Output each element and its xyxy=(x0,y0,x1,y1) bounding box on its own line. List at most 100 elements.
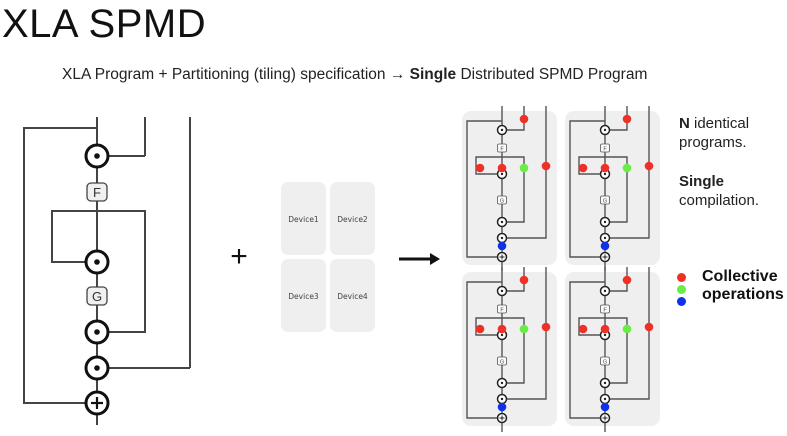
op-label: F xyxy=(500,307,504,313)
legend-line1: Collective xyxy=(702,268,778,285)
collective-op-dot xyxy=(578,163,588,173)
collective-op-dot xyxy=(600,163,610,173)
partitioned-program-tile: FG xyxy=(462,267,557,432)
multiply-node-icon xyxy=(599,285,611,297)
collective-op-dot xyxy=(497,241,507,251)
op-label: F xyxy=(603,146,607,152)
collective-op-dot xyxy=(519,275,529,285)
op-box-g: G xyxy=(600,195,610,205)
collective-op-dot xyxy=(600,241,610,251)
original-program-nodes: FG xyxy=(84,143,110,416)
multiply-node-icon xyxy=(599,216,611,228)
op-label: F xyxy=(500,146,504,152)
collective-op-dot xyxy=(497,324,507,334)
multiply-node-icon xyxy=(496,232,508,244)
add-node-icon xyxy=(599,251,611,263)
multiply-node-icon xyxy=(599,377,611,389)
device-label: Device1 xyxy=(288,215,319,224)
plus-operator: + xyxy=(230,240,248,273)
collective-op-dot xyxy=(622,275,632,285)
page-title: XLA SPMD xyxy=(2,2,207,46)
collective-op-dot xyxy=(519,163,529,173)
collective-op-dot xyxy=(475,324,485,334)
device-label: Device2 xyxy=(337,215,368,224)
collective-op-dot xyxy=(497,163,507,173)
op-box-f: F xyxy=(600,143,610,153)
op-box-f: F xyxy=(497,143,507,153)
arrow-icon xyxy=(399,253,440,265)
multiply-node-icon xyxy=(599,124,611,136)
add-node-icon xyxy=(599,412,611,424)
partitioned-program-tile: FG xyxy=(462,106,557,271)
op-box-g: G xyxy=(86,286,108,306)
collective-op-dot xyxy=(541,161,551,171)
multiply-node-icon xyxy=(84,319,110,345)
note-single-compilation: Single compilation. xyxy=(679,172,759,210)
collective-op-dot xyxy=(622,163,632,173)
note-bold: N xyxy=(679,115,690,132)
collective-op-dot xyxy=(519,114,529,124)
multiply-node-icon xyxy=(599,168,611,180)
collective-op-dot xyxy=(622,114,632,124)
subtitle-part1: XLA Program + Partitioning (tiling) spec… xyxy=(62,66,390,83)
edge xyxy=(51,210,146,333)
device-card: Device4 xyxy=(330,259,375,332)
multiply-node-icon xyxy=(84,355,110,381)
op-box-f: F xyxy=(600,304,610,314)
collective-op-dot xyxy=(600,324,610,334)
device-card: Device1 xyxy=(281,182,326,255)
note-text: compilation. xyxy=(679,192,760,209)
partitioned-program-tile: FG xyxy=(565,106,660,271)
subtitle-bold: Single xyxy=(409,66,457,83)
add-node-icon xyxy=(496,412,508,424)
add-node-icon xyxy=(496,251,508,263)
legend-markers xyxy=(677,273,686,309)
collective-op-dot xyxy=(519,324,529,334)
op-label: G xyxy=(92,289,102,304)
multiply-node-icon xyxy=(599,393,611,405)
multiply-node-icon xyxy=(84,249,110,275)
device-card: Device2 xyxy=(330,182,375,255)
op-label: G xyxy=(500,359,504,365)
legend-dot-red xyxy=(677,273,686,282)
collective-op-dot xyxy=(644,161,654,171)
collective-op-dot xyxy=(497,402,507,412)
subtitle-part2: Distributed SPMD Program xyxy=(456,66,648,83)
partitioned-program-tile: FG xyxy=(565,267,660,432)
multiply-node-icon xyxy=(496,393,508,405)
device-label: Device4 xyxy=(337,292,368,301)
collective-op-dot xyxy=(622,324,632,334)
op-box-f: F xyxy=(497,304,507,314)
op-box-g: G xyxy=(497,195,507,205)
legend-label: Collective operations xyxy=(702,268,784,304)
multiply-node-icon xyxy=(496,216,508,228)
op-label: F xyxy=(93,185,101,200)
multiply-node-icon xyxy=(599,232,611,244)
legend-line2: operations xyxy=(702,286,784,303)
subtitle: XLA Program + Partitioning (tiling) spec… xyxy=(62,66,647,84)
note-bold: Single xyxy=(679,173,725,190)
device-card: Device3 xyxy=(281,259,326,332)
collective-op-dot xyxy=(644,322,654,332)
legend-dot-blue xyxy=(677,297,686,306)
collective-op-dot xyxy=(578,324,588,334)
multiply-node-icon xyxy=(496,377,508,389)
edge xyxy=(23,127,97,404)
op-label: G xyxy=(603,198,607,204)
op-box-g: G xyxy=(600,356,610,366)
op-box-g: G xyxy=(497,356,507,366)
op-label: F xyxy=(603,307,607,313)
device-label: Device3 xyxy=(288,292,319,301)
multiply-node-icon xyxy=(496,285,508,297)
subtitle-arrow: → xyxy=(389,66,406,83)
add-node-icon xyxy=(84,390,110,416)
collective-op-dot xyxy=(475,163,485,173)
op-label: G xyxy=(603,359,607,365)
collective-op-dot xyxy=(600,402,610,412)
multiply-node-icon xyxy=(84,143,110,169)
